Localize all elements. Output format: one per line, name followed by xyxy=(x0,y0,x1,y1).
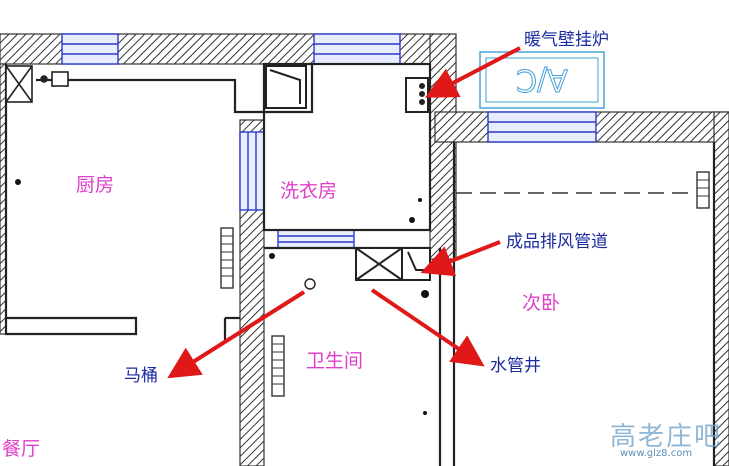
callout-toilet: 马桶 xyxy=(124,366,158,386)
room-label-bathroom: 卫生间 xyxy=(306,350,364,372)
watermark-chars: 高老庄吧 xyxy=(610,422,723,452)
toilet-symbol xyxy=(304,278,316,290)
room-label-bedroom: 次卧 xyxy=(522,292,561,314)
kitchen-fixtures xyxy=(5,65,69,103)
washer xyxy=(265,65,429,113)
windows xyxy=(61,33,597,249)
watermark-url: www.glz8.com xyxy=(620,448,693,459)
pipe-dots xyxy=(15,179,429,415)
radiators xyxy=(220,171,710,397)
window-kitchen-top xyxy=(61,33,119,65)
window-bath-top xyxy=(277,229,355,249)
arrow-duct xyxy=(420,240,501,277)
ac-unit-label: A/C xyxy=(516,62,568,97)
arrow-shaft xyxy=(370,288,485,367)
site-watermark-logo: 高老庄吧 www.glz8.com xyxy=(606,414,724,464)
room-label-dining: 餐厅 xyxy=(2,438,41,460)
ac-unit: A/C xyxy=(479,51,605,109)
exhaust-duct xyxy=(355,247,431,281)
callout-arrows xyxy=(167,46,521,379)
room-label-laundry: 洗衣房 xyxy=(280,180,338,202)
window-bedroom-top xyxy=(487,111,597,143)
callout-exhaust-duct: 成品排风管道 xyxy=(506,232,608,252)
callout-pipe-shaft: 水管井 xyxy=(490,356,541,376)
callout-boiler: 暖气壁挂炉 xyxy=(524,30,609,50)
arrow-boiler xyxy=(424,46,521,98)
window-kitchen-side xyxy=(239,131,265,211)
arrow-toilet xyxy=(167,290,306,379)
window-laundry-top xyxy=(313,33,401,65)
room-label-kitchen: 厨房 xyxy=(76,174,115,196)
